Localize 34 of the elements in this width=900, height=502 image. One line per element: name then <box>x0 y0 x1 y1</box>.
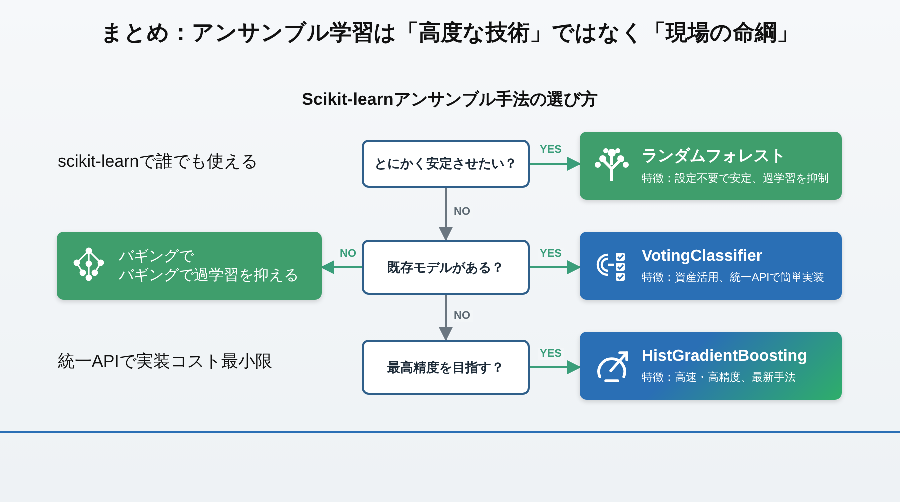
arrow <box>439 295 453 342</box>
note-text: 統一APIで実装コスト最小限 <box>58 351 272 373</box>
edge-label: NO <box>452 310 472 322</box>
result-box <box>580 332 842 400</box>
decision-box <box>362 140 530 188</box>
result-box <box>580 132 842 200</box>
arrow <box>530 157 582 171</box>
method-name: HistGradientBoosting <box>642 348 808 366</box>
method-description: 特徴：高速・高精度、最新手法 <box>642 370 797 384</box>
result-box <box>580 232 842 300</box>
edge-label: NO <box>338 248 358 260</box>
decision-box <box>362 340 530 395</box>
edge-label: YES <box>538 348 564 360</box>
question-text: 既存モデルがある？ <box>388 258 504 276</box>
method-name: VotingClassifier <box>642 248 764 266</box>
subtitle: Scikit-learnアンサンブル手法の選び方 <box>301 89 599 111</box>
arrow <box>530 360 582 374</box>
arrow <box>320 260 362 274</box>
edge-label: YES <box>538 144 564 156</box>
edge-label: NO <box>452 206 472 218</box>
title: まとめ：アンサンブル学習は「高度な技術」ではなく「現場の命綱」 <box>100 19 800 47</box>
method-description: 特徴：資産活用、統一APIで簡単実装 <box>642 270 825 284</box>
method-description: 特徴：設定不要で安定、過学習を抑制 <box>642 172 829 186</box>
arrow <box>530 260 582 274</box>
decision-box <box>362 240 530 295</box>
result-box <box>57 232 322 300</box>
arrow <box>439 188 453 242</box>
method-description: バギングで過学習を抑える <box>119 266 299 285</box>
question-text: 最高精度を目指す？ <box>388 358 504 376</box>
note-text: scikit-learnで誰でも使える <box>58 151 258 173</box>
question-text: とにかく安定させたい？ <box>374 155 518 173</box>
edge-label: YES <box>538 248 564 260</box>
method-name: ランダムフォレスト <box>642 146 787 167</box>
method-name: バギングで <box>119 247 196 266</box>
